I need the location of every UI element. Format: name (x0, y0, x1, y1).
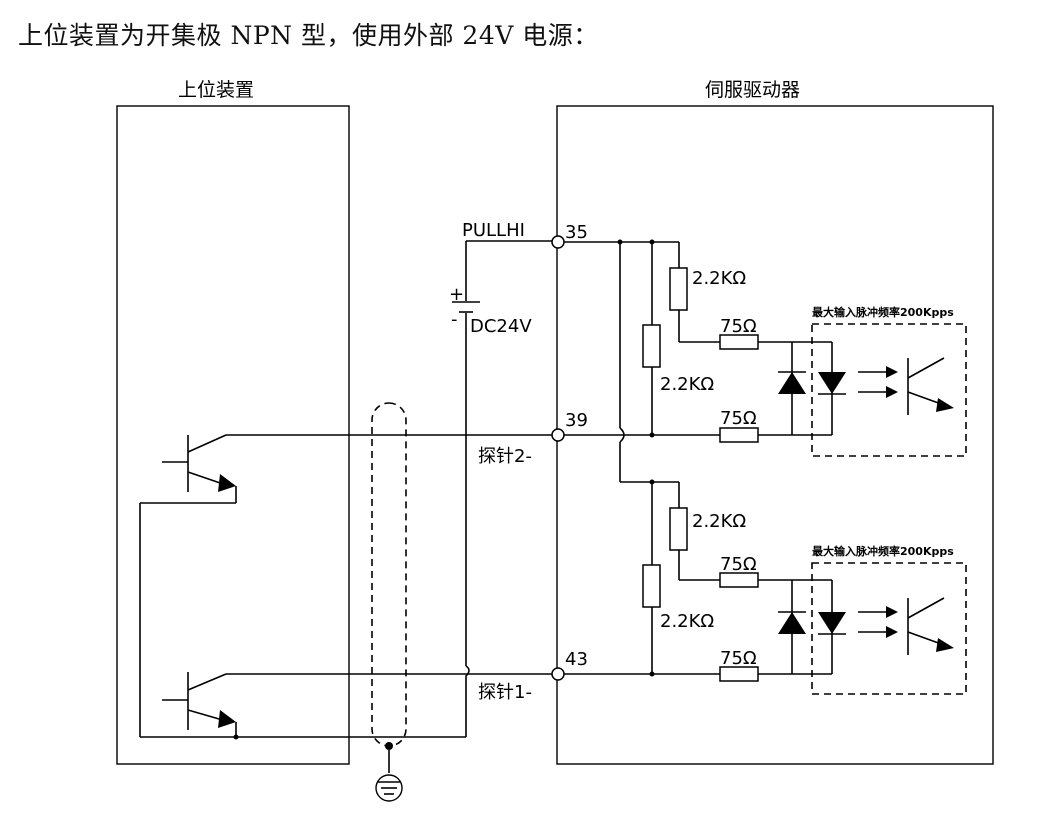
r-upper-4-label: 75Ω (720, 408, 757, 429)
supply-return-wire (465, 665, 470, 737)
supply-minus: - (451, 309, 458, 330)
pin-43-label: 43 (565, 649, 588, 670)
lower-npn-transistor (162, 672, 552, 737)
page-title: 上位装置为开集极 NPN 型，使用外部 24V 电源： (18, 21, 599, 50)
resistor-lower-series (669, 507, 688, 551)
ground-junction (233, 734, 239, 740)
resistor-upper-75a (719, 334, 759, 350)
r-upper-2-label: 2.2KΩ (660, 374, 714, 395)
r-lower-3-label: 75Ω (720, 554, 757, 575)
ground-icon (375, 750, 403, 802)
terminal-35 (551, 235, 565, 249)
supply-plus: + (449, 284, 464, 305)
resistor-lower-75b (719, 666, 759, 682)
upper-opto-note: 最大输入脉冲频率200Kpps (812, 305, 954, 319)
probe1-label: 探针1- (478, 682, 532, 703)
pin-35-label: 35 (565, 222, 588, 243)
resistor-lower-shunt (642, 564, 661, 608)
shield-cable (371, 402, 407, 747)
r-upper-1-label: 2.2KΩ (692, 268, 746, 289)
r-lower-1-label: 2.2KΩ (692, 511, 746, 532)
shield-junction (385, 742, 393, 750)
terminal-39 (551, 428, 565, 442)
probe2-label: 探针2- (478, 446, 532, 467)
lower-optocoupler (778, 562, 967, 695)
resistor-upper-shunt (642, 324, 661, 368)
resistor-lower-75a (719, 572, 759, 588)
terminal-43 (551, 667, 565, 681)
resistor-upper-series (669, 267, 688, 311)
r-lower-4-label: 75Ω (720, 648, 757, 669)
upper-npn-transistor (139, 434, 552, 737)
dc-supply-symbol (452, 241, 480, 666)
r-lower-2-label: 2.2KΩ (660, 611, 714, 632)
pullhi-label: PULLHI (462, 220, 525, 241)
pin-39-label: 39 (565, 410, 588, 431)
controller-label: 上位装置 (178, 79, 254, 101)
lower-opto-note: 最大输入脉冲频率200Kpps (812, 544, 954, 558)
r-upper-3-label: 75Ω (720, 316, 757, 337)
drive-internal-wiring (564, 239, 832, 677)
supply-label: DC24V (470, 316, 532, 337)
upper-optocoupler (778, 323, 967, 457)
resistor-upper-75b (719, 427, 759, 443)
drive-label: 伺服驱动器 (705, 79, 800, 101)
